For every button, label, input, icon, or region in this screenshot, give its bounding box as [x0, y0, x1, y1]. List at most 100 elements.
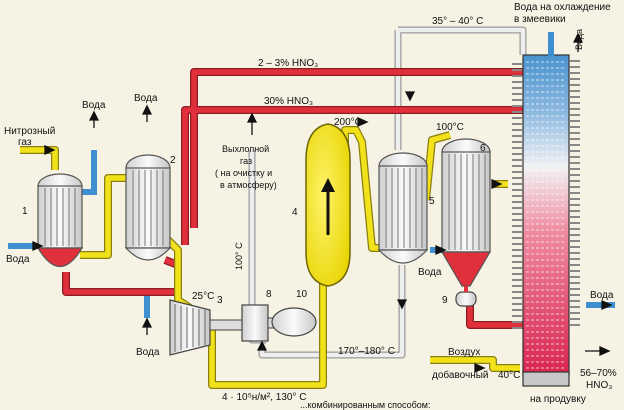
- cooling-coil-stub: [570, 270, 580, 272]
- arrow-in-left: [32, 240, 44, 252]
- label-product-1: 56–70%: [580, 368, 617, 379]
- cooling-coil-stub: [570, 312, 580, 314]
- cooling-coil-stub: [512, 123, 522, 125]
- cooling-coil-stub: [570, 306, 580, 308]
- cooling-coil-stub: [570, 240, 580, 242]
- cooling-coil-stub: [512, 93, 522, 95]
- cooling-coil-stub: [570, 84, 580, 86]
- cooling-coil-stub: [570, 120, 580, 122]
- label-exhaust-2: газ: [240, 156, 252, 166]
- label-exhaust-1: Выхлопной: [222, 144, 269, 154]
- gas-1-to-2-pipe: [80, 175, 128, 258]
- label-air: Воздух: [448, 347, 480, 358]
- cooling-coil-stub: [570, 180, 580, 182]
- cooling-coil-stub: [512, 147, 522, 149]
- label-num-5: 5: [429, 196, 435, 207]
- cooling-coil-stub: [512, 243, 522, 245]
- cooling-coil-stub: [512, 153, 522, 155]
- cooling-coil-stub: [512, 111, 522, 113]
- cooling-coil-stub: [512, 171, 522, 173]
- hno3-weak-pipe: [191, 69, 523, 228]
- cooling-coil-stub: [512, 249, 522, 251]
- condensate-red-pipe: [63, 257, 181, 295]
- label-hno3-30: 30% HNO₃: [264, 96, 313, 107]
- cooling-coil-stub: [512, 189, 522, 191]
- cooling-coil-stub: [512, 291, 522, 293]
- label-to-blowing: на продувку: [530, 394, 586, 405]
- label-water-bottom-2: Вода: [136, 347, 160, 358]
- cooling-coil-stub: [512, 87, 522, 89]
- cooling-coil-stub: [512, 129, 522, 131]
- cooling-coil-stub: [570, 264, 580, 266]
- cooling-coil-stub: [570, 108, 580, 110]
- cooling-coil-stub: [512, 297, 522, 299]
- cooling-coil-stub: [512, 63, 522, 65]
- cooling-coil-stub: [570, 216, 580, 218]
- label-product-2: HNO₃: [586, 380, 612, 391]
- label-temp-170-180: 170°–180° C: [338, 346, 395, 357]
- cooling-coil-stub: [512, 99, 522, 101]
- exchanger-2: [124, 154, 172, 261]
- cooling-coil-stub: [570, 324, 580, 326]
- cooling-coil-stub: [570, 282, 580, 284]
- label-water-side-right: Вода: [590, 290, 614, 301]
- cooling-coil-stub: [512, 225, 522, 227]
- cooler-to-6-pipe: [423, 132, 451, 201]
- label-temp-25c: 25°C: [192, 291, 214, 302]
- label-num-6: 6: [480, 143, 486, 154]
- cooler-6: [440, 138, 492, 287]
- exchanger-5: [377, 152, 429, 264]
- cooling-coil-stub: [512, 261, 522, 263]
- pump-9: [455, 286, 477, 307]
- cooling-coil-stub: [512, 135, 522, 137]
- cooling-coil-stub: [570, 156, 580, 158]
- label-nitrous-gas-2: газ: [18, 137, 32, 148]
- arrow-nitrous: [44, 144, 56, 156]
- label-num-8: 8: [266, 289, 272, 300]
- cooling-coil-stub: [570, 150, 580, 152]
- arrow-water-out: [601, 299, 613, 311]
- exchanger-1: [36, 173, 84, 267]
- label-water-left-in: Вода: [6, 254, 30, 265]
- label-water-top-2: Вода: [134, 93, 158, 104]
- cooling-coil-stub: [512, 177, 522, 179]
- acid-to-tower-pipe: [467, 305, 523, 328]
- cooling-coil-stub: [570, 246, 580, 248]
- hno3-30-pipe: [182, 107, 523, 245]
- cooling-coil-stub: [570, 276, 580, 278]
- label-additional: добавочный: [432, 369, 489, 381]
- cooling-coil-stub: [512, 195, 522, 197]
- label-bottom-caption: ...комбинированным способом:: [300, 400, 430, 410]
- compressor-3: [169, 299, 243, 356]
- label-num-9: 9: [442, 295, 448, 306]
- reactor-out-pipe: [342, 127, 384, 251]
- cooling-coil-stub: [570, 192, 580, 194]
- cooling-coil-stub: [570, 114, 580, 116]
- cooling-coil-stub: [512, 201, 522, 203]
- gray-top-pipe-outline: [398, 26, 527, 55]
- cooling-coil-stub: [512, 315, 522, 317]
- cooling-coil-stub: [512, 255, 522, 257]
- vessel-10: [271, 307, 317, 337]
- cooling-coil-stub: [512, 69, 522, 71]
- label-temp-100c-vertical: 100° C: [234, 242, 244, 270]
- cooling-coil-stub: [570, 138, 580, 140]
- label-temp-100c-right: 100°C: [436, 122, 464, 133]
- cooling-coil-stub: [570, 228, 580, 230]
- cooling-coil-stub: [512, 105, 522, 107]
- cooling-coil-stub: [570, 90, 580, 92]
- cooling-coil-stub: [570, 210, 580, 212]
- cooling-coil-stub: [512, 219, 522, 221]
- cooling-coil-stub: [570, 78, 580, 80]
- cooling-coil-stub: [570, 102, 580, 104]
- reactor-4: [305, 123, 351, 287]
- cooling-coil-stub: [570, 294, 580, 296]
- cooling-coil-stub: [512, 165, 522, 167]
- flow-arrows: [32, 32, 613, 374]
- label-water-cooling-2: в змеевики: [514, 14, 566, 25]
- cooling-coil-stub: [512, 81, 522, 83]
- cooling-coil-stub: [570, 252, 580, 254]
- air-inlet-pipe: [430, 357, 520, 371]
- label-exhaust-4: в атмосферу): [220, 180, 277, 190]
